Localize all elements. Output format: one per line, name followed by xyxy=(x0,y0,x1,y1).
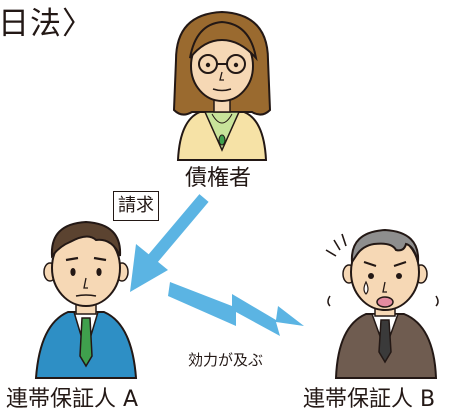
request-arrow xyxy=(130,194,209,292)
header-title-fragment: 日法〉 xyxy=(0,6,94,42)
creditor-figure xyxy=(172,10,272,161)
creditor-label: 債権者 xyxy=(185,166,252,191)
guarantor-b-label: 連帯保証人 B xyxy=(303,387,436,412)
guarantor-b-figure xyxy=(325,228,439,379)
effect-arrow xyxy=(168,282,304,336)
guarantor-a-label: 連帯保証人 A xyxy=(6,387,139,412)
request-label: 請求 xyxy=(113,191,159,221)
guarantor-a-figure xyxy=(34,220,138,379)
effect-label: 効力が及ぶ xyxy=(188,351,264,369)
